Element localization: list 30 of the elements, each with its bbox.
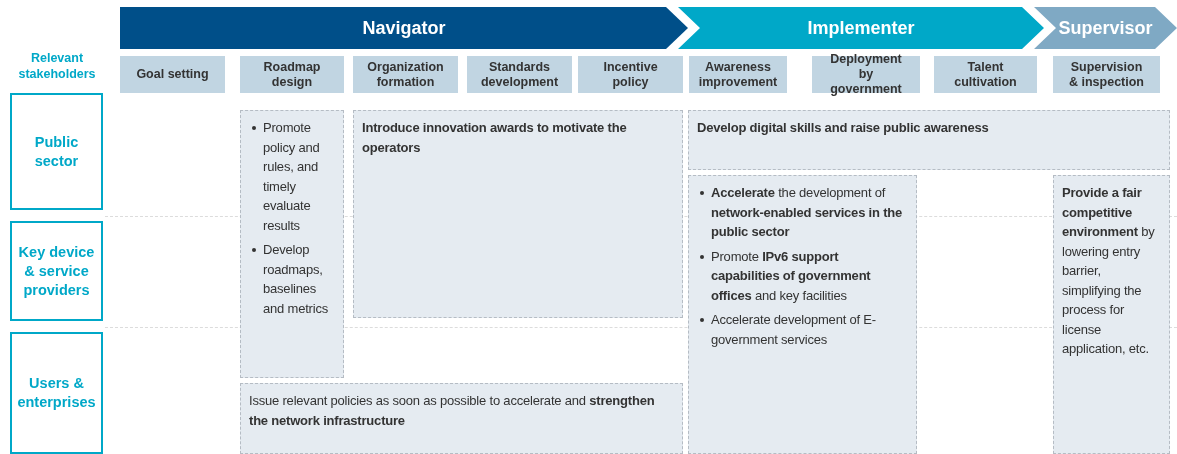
step-header: Incentive policy <box>578 56 683 93</box>
stakeholder-box: Public sector <box>10 93 103 210</box>
step-header: Goal setting <box>120 56 225 93</box>
recommendation-text: Provide a fair competitive environment by lowering entry barrier, simplifying the process for license application, etc. <box>1062 184 1156 358</box>
step-header: Awareness improvement <box>689 56 787 93</box>
recommendation-text: Develop digital skills and raise public awareness <box>697 119 990 137</box>
step-header: Talent cultivation <box>934 56 1037 93</box>
recommendation-box <box>240 110 344 378</box>
recommendation-box <box>240 383 683 454</box>
column-heading: Relevant stakeholders <box>17 50 97 82</box>
stakeholder-box: Users & enterprises <box>10 332 103 454</box>
recommendation-box <box>353 110 683 318</box>
recommendation-text: Issue relevant policies as soon as possible to accelerate and strengthen the network infrastructure <box>249 392 656 430</box>
step-header: Supervision & inspection <box>1053 56 1160 93</box>
bullet-text: Promote IPv6 support capabilities of government offices and key facilities <box>711 248 871 303</box>
bullet-text: Accelerate the development of network-enabled services in the public sector <box>711 185 903 239</box>
phase-title: Supervisor <box>1058 17 1153 39</box>
stakeholder-box: Key device & service providers <box>10 221 103 321</box>
recommendation-box <box>688 175 917 454</box>
phase-title: Implementer <box>807 17 915 39</box>
recommendation-text: Introduce innovation awards to motivate the operators <box>362 119 628 157</box>
step-header: Standards development <box>467 56 572 93</box>
bullet-text: Accelerate development of E-government services <box>711 312 876 347</box>
step-header: Roadmap design <box>240 56 344 93</box>
step-header: Organization formation <box>353 56 458 93</box>
bullet-text: Promote policy and rules, and timely evaluate results <box>263 120 320 233</box>
bullet-text: Develop roadmaps, baselines and metrics <box>263 242 328 316</box>
recommendation-box <box>1053 175 1170 454</box>
phase-title: Navigator <box>362 17 446 39</box>
recommendation-box <box>688 110 1170 170</box>
